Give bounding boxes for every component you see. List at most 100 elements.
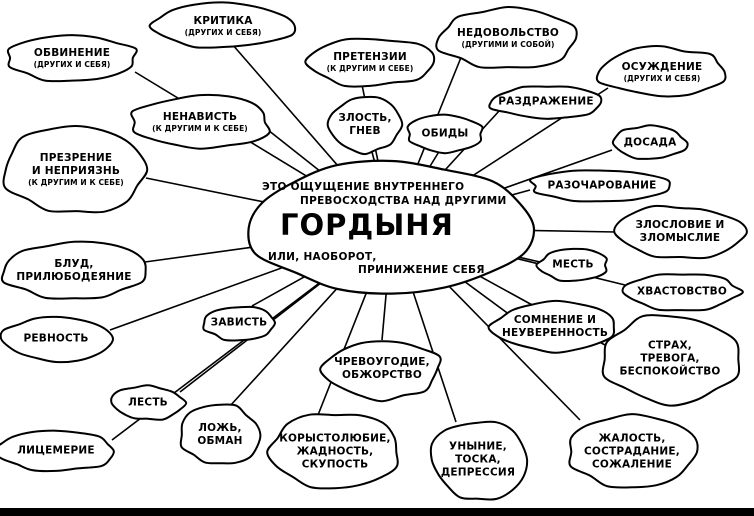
outline-obidy [406, 113, 484, 155]
node-chrevougodie: ЧРЕВОУГОДИЕ,ОБЖОРСТВО [334, 356, 430, 382]
node-sublabel: (ДРУГИХ И СЕБЯ) [33, 59, 111, 69]
node-licemerie: ЛИЦЕМЕРИЕ [17, 444, 95, 457]
node-zlost: ЗЛОСТЬ,ГНЕВ [338, 112, 391, 138]
node-zhalost: ЖАЛОСТЬ,СОСТРАДАНИЕ,СОЖАЛЕНИЕ [584, 432, 680, 471]
node-nedovolstvo: НЕДОВОЛЬСТВО(ДРУГИМИ И СОБОЙ) [457, 27, 559, 50]
outline-korystolyubie [266, 413, 399, 490]
node-label: ЖАДНОСТЬ, [296, 445, 374, 458]
center-line-1: ЭТО ОЩУЩЕНИЕ ВНУТРЕННЕГО [262, 181, 465, 193]
outline-hvastovstvo [621, 273, 744, 312]
outline-dosada [611, 124, 689, 160]
outline-nenavist [130, 93, 271, 150]
node-mest: МЕСТЬ [552, 258, 594, 271]
node-label: БЛУД, [54, 257, 94, 270]
node-lozh: ЛОЖЬ,ОБМАН [197, 422, 242, 448]
center-line-2: ПРЕВОСХОДСТВА НАД ДРУГИМИ [300, 195, 507, 207]
node-label: ЛЕСТЬ [128, 396, 168, 409]
node-revnost: РЕВНОСТЬ [23, 332, 88, 345]
outline-razocharovanie [528, 169, 671, 203]
node-obidy: ОБИДЫ [422, 127, 469, 140]
node-label: ПРИЛЮБОДЕЯНИЕ [16, 271, 132, 283]
outline-somnenie [487, 299, 616, 354]
outline-zlost [326, 95, 404, 156]
node-hvastovstvo: ХВАСТОВСТВО [637, 285, 727, 298]
node-label: ГНЕВ [349, 125, 381, 137]
node-label: ХВАСТОВСТВО [636, 285, 728, 298]
node-label: ОБМАН [197, 435, 243, 447]
node-label: СОМНЕНИЕ И [513, 313, 597, 326]
node-label: ДЕПРЕССИЯ [440, 466, 516, 479]
center-title: ГОРДЫНЯ [280, 208, 454, 242]
node-sublabel: (ДРУГИХ И СЕБЯ) [184, 27, 262, 37]
node-osuzhdenie: ОСУЖДЕНИЕ(ДРУГИХ И СЕБЯ) [622, 61, 703, 84]
node-kritika: КРИТИКА(ДРУГИХ И СЕБЯ) [185, 15, 262, 38]
node-label: ДОСАДА [623, 136, 677, 149]
node-strah: СТРАХ,ТРЕВОГА,БЕСПОКОЙСТВО [619, 339, 720, 378]
node-label: ЗАВИСТЬ [210, 316, 268, 329]
node-sublabel: (ДРУГИМИ И СОБОЙ) [461, 39, 555, 49]
center-line-4: ПРИНИЖЕНИЕ СЕБЯ [358, 264, 485, 276]
node-nenavist: НЕНАВИСТЬ(К ДРУГИМ И К СЕБЕ) [152, 111, 248, 134]
node-label: ТОСКА, [455, 453, 501, 466]
node-label: КРИТИКА [193, 14, 253, 27]
node-label: ПРЕТЕНЗИИ [333, 50, 407, 63]
node-label: ПРЕЗРЕНИЕ [39, 152, 113, 165]
outline-strah [601, 314, 741, 407]
outline-prezrenie [2, 124, 149, 214]
node-label: ЗЛОСТЬ, [338, 111, 392, 124]
outline-nedovolstvo [435, 5, 578, 69]
node-label: НЕДОВОЛЬСТВО [456, 26, 560, 39]
outline-licemerie [0, 429, 115, 473]
outline-mest [535, 247, 608, 283]
node-label: РАЗОЧАРОВАНИЕ [547, 179, 657, 192]
outline-osuzhdenie [595, 45, 727, 98]
node-label: БЕСПОКОЙСТВО [619, 365, 721, 378]
outline-lozh [179, 403, 262, 465]
node-label: СТРАХ, [648, 339, 692, 352]
node-label: НЕНАВИСТЬ [162, 110, 238, 123]
node-sublabel: (К ДРУГИМ И СЕБЕ) [326, 63, 414, 73]
node-lest: ЛЕСТЬ [128, 396, 168, 409]
node-label: НЕУВЕРЕННОСТЬ [501, 327, 609, 339]
node-zavist: ЗАВИСТЬ [211, 316, 268, 329]
node-label: ОБВИНЕНИЕ [33, 46, 111, 59]
node-label: ЗЛОСЛОВИЕ И [635, 218, 725, 231]
outline-zhalost [568, 413, 699, 489]
node-korystolyubie: КОРЫСТОЛЮБИЕ,ЖАДНОСТЬ,СКУПОСТЬ [279, 432, 390, 471]
node-blud: БЛУД,ПРИЛЮБОДЕЯНИЕ [16, 258, 131, 284]
node-sublabel: (К ДРУГИМ И К СЕБЕ) [28, 178, 124, 188]
node-label: ОБЖОРСТВО [341, 369, 423, 381]
outline-blud [0, 240, 147, 300]
node-outlines [0, 1, 748, 501]
node-label: МЕСТЬ [552, 258, 594, 271]
center-cloud-outline [247, 159, 536, 295]
node-label: УНЫНИЕ, [449, 440, 507, 453]
node-label: ОБИДЫ [421, 127, 469, 140]
bottom-border [0, 508, 754, 516]
node-label: И НЕПРИЯЗНЬ [31, 165, 121, 178]
node-label: СКУПОСТЬ [301, 458, 369, 471]
node-label: ОСУЖДЕНИЕ [621, 60, 703, 73]
node-label: РЕВНОСТЬ [23, 332, 89, 345]
node-label: СОЖАЛЕНИЕ [591, 458, 673, 471]
outline-obvinenie [6, 34, 138, 83]
outline-kritika [148, 1, 297, 49]
node-label: ЧРЕВОУГОДИЕ, [334, 355, 430, 368]
node-label: РАЗДРАЖЕНИЕ [498, 95, 594, 108]
outline-zavist [202, 305, 277, 342]
node-obvinenie: ОБВИНЕНИЕ(ДРУГИХ И СЕБЯ) [34, 47, 111, 70]
outline-lest [110, 384, 188, 421]
node-label: ЗЛОМЫСЛИЕ [639, 232, 721, 244]
outline-razdrazhenie [488, 85, 603, 120]
node-unynie: УНЫНИЕ,ТОСКА,ДЕПРЕССИЯ [441, 440, 515, 479]
node-dosada: ДОСАДА [624, 136, 677, 149]
node-razdrazhenie: РАЗДРАЖЕНИЕ [498, 95, 593, 108]
node-pretenzii: ПРЕТЕНЗИИ(К ДРУГИМ И СЕБЕ) [327, 51, 414, 74]
node-razocharovanie: РАЗОЧАРОВАНИЕ [548, 179, 657, 192]
node-label: КОРЫСТОЛЮБИЕ, [279, 432, 391, 445]
outline-unynie [429, 420, 529, 501]
